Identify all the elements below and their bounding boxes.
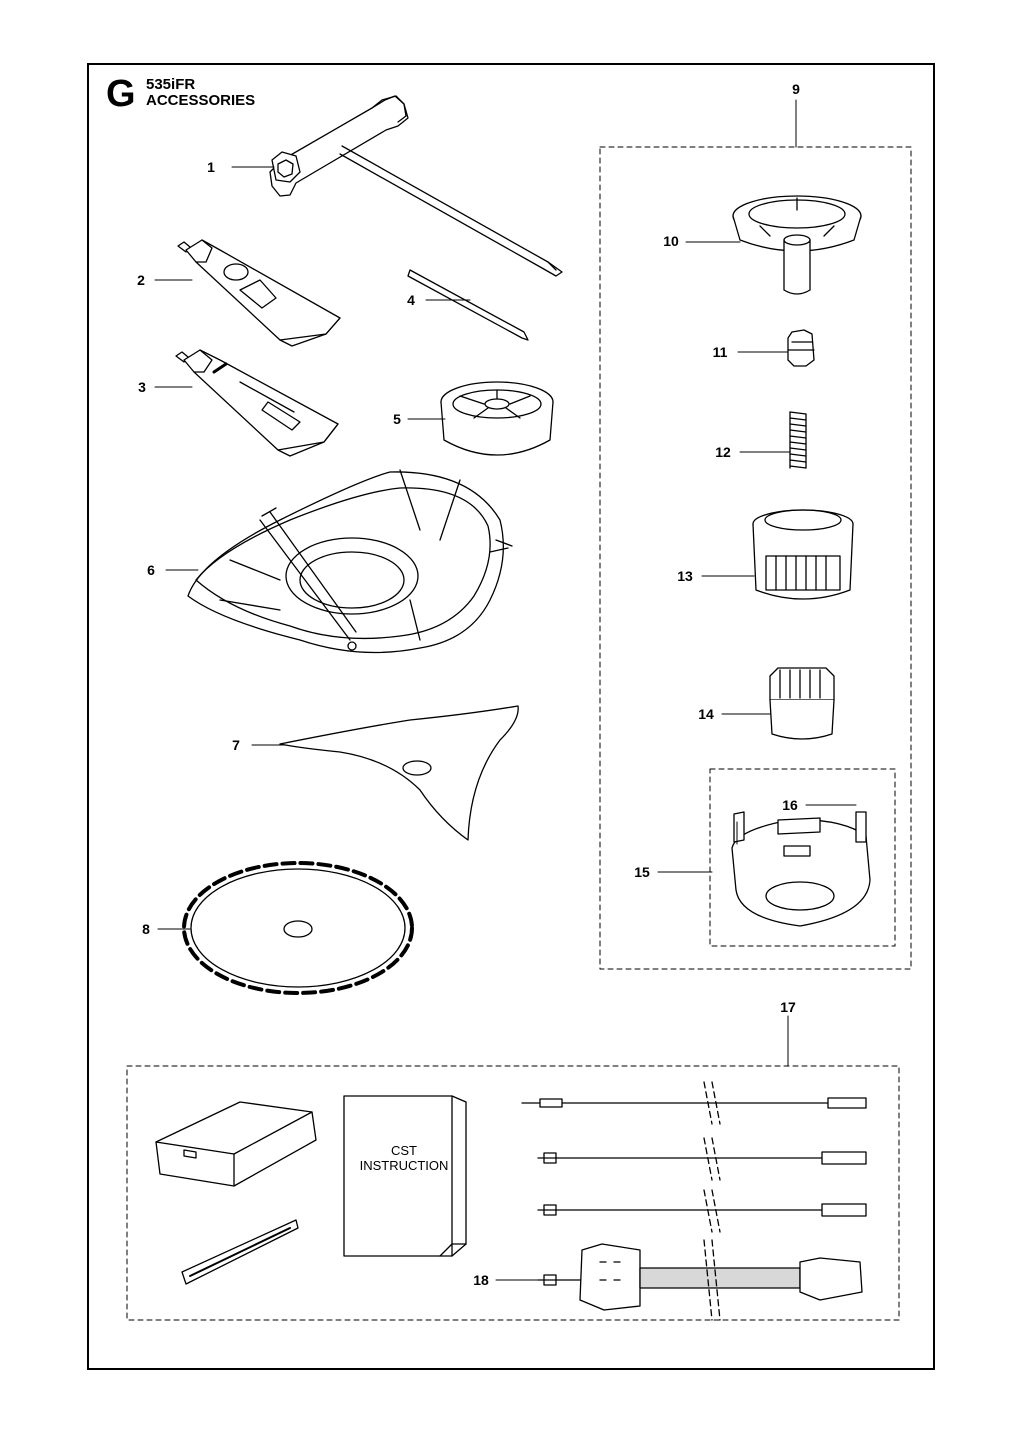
cable-2: [537, 1137, 867, 1181]
part-2-tube: [177, 239, 341, 347]
part-8-saw-blade: [182, 861, 414, 995]
section-letter: G: [106, 73, 136, 115]
booklet-line-2: INSTRUCTION: [359, 1158, 449, 1173]
callout-18: 18: [473, 1272, 489, 1288]
callout-3: 3: [138, 379, 146, 395]
instruction-booklet: [343, 1095, 467, 1257]
callout-16: 16: [782, 797, 798, 813]
callout-labels: 1 2 3 4 5 6 7 8 9 10 11 12 13 14 15 16 1…: [137, 81, 800, 1288]
callout-8: 8: [142, 921, 150, 937]
section-title: ACCESSORIES: [146, 92, 256, 109]
callout-12: 12: [715, 444, 731, 460]
cable-3: [537, 1189, 867, 1233]
part-3-tube: [175, 349, 339, 457]
callout-7: 7: [232, 737, 240, 753]
callout-10: 10: [663, 233, 679, 249]
part-10-head-base: [732, 195, 862, 295]
cable-1: [521, 1081, 867, 1125]
battery-box: [155, 1101, 317, 1187]
callout-6: 6: [147, 562, 155, 578]
part-6-blade-guard: [187, 469, 513, 654]
part-4-pin: [407, 269, 529, 341]
part-11-nut: [787, 329, 815, 367]
part-13-spool: [752, 509, 854, 600]
callout-13: 13: [677, 568, 693, 584]
callout-17: 17: [780, 999, 796, 1015]
callout-2: 2: [137, 272, 145, 288]
model-name: 535iFR: [146, 76, 196, 93]
part-14-knob: [769, 667, 835, 740]
callout-9: 9: [792, 81, 800, 97]
part-12-spring: [789, 411, 807, 469]
part-1-wrench: [269, 95, 563, 277]
callout-1: 1: [207, 159, 215, 175]
callout-14: 14: [698, 706, 714, 722]
part-7-grass-blade: [279, 705, 519, 841]
callout-4: 4: [407, 292, 415, 308]
cover-15-box: [709, 768, 896, 947]
leader-lines: [154, 99, 857, 1281]
page-frame: [87, 63, 935, 1370]
kit-9-box: [599, 146, 912, 970]
booklet-text: CST INSTRUCTION: [346, 1143, 462, 1173]
tweezers: [181, 1219, 299, 1285]
callout-5: 5: [393, 411, 401, 427]
booklet-line-1: CST: [391, 1143, 417, 1158]
part-5-cup: [440, 381, 554, 456]
callout-11: 11: [713, 344, 728, 360]
callout-15: 15: [634, 864, 650, 880]
part-15-cover: [731, 817, 871, 927]
part-18-cable-harness: [537, 1239, 863, 1321]
